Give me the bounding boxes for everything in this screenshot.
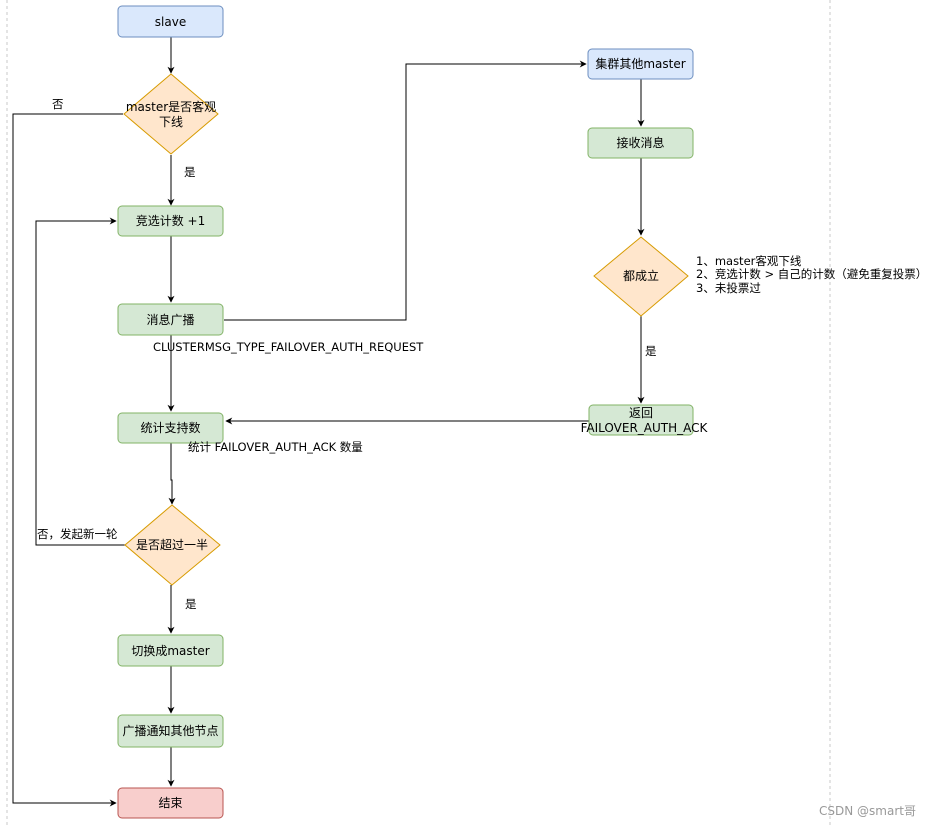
node-count-support-label: 统计支持数 (140, 420, 200, 435)
label-count-ack: 统计 FAILOVER_AUTH_ACK 数量 (188, 440, 363, 454)
node-broadcast-message-label: 消息广播 (146, 312, 194, 327)
label-yes-objective: 是 (184, 165, 196, 179)
edge-labels: 否 是 CLUSTERMSG_TYPE_FAILOVER_AUTH_REQUES… (37, 97, 927, 611)
node-notify-others-label: 广播通知其他节点 (122, 724, 218, 738)
node-objective-down-label-line1: master是否客观 (126, 99, 216, 114)
node-return-ack: 返回 FAILOVER_AUTH_ACK (581, 404, 709, 436)
node-over-half-decision: 是否超过一半 (124, 504, 221, 586)
label-yes-satisfied: 是 (645, 344, 657, 358)
node-count-support: 统计支持数 (117, 412, 224, 444)
label-no: 否 (52, 97, 64, 111)
node-vote-increment: 竞选计数 +1 (117, 205, 224, 237)
node-switch-master-label: 切换成master (131, 644, 209, 658)
label-condition-1: 1、master客观下线 (696, 254, 802, 268)
node-end-label: 结束 (158, 796, 182, 810)
node-all-satisfied-label: 都成立 (623, 268, 659, 283)
node-objective-down-label-line2: 下线 (159, 115, 183, 129)
edge-half-no (35, 217, 125, 546)
label-yes-half: 是 (185, 597, 197, 611)
node-receive-message-label: 接收消息 (616, 135, 664, 150)
node-end: 结束 (117, 787, 224, 819)
node-slave: slave (117, 5, 224, 38)
node-other-masters: 集群其他master (587, 48, 694, 80)
node-all-satisfied-decision: 都成立 (593, 236, 689, 317)
label-condition-3: 3、未投票过 (696, 281, 761, 295)
edges (12, 37, 645, 807)
watermark: CSDN @smart哥 (819, 804, 916, 818)
node-return-ack-label-line1: 返回 (629, 406, 653, 420)
node-vote-increment-label: 竞选计数 +1 (136, 213, 206, 228)
node-switch-master: 切换成master (117, 634, 224, 667)
edge-decision-no (12, 113, 123, 807)
label-request-type: CLUSTERMSG_TYPE_FAILOVER_AUTH_REQUEST (153, 340, 424, 354)
node-slave-label: slave (155, 15, 186, 29)
label-no-new-round: 否，发起新一轮 (37, 527, 118, 541)
node-broadcast-message: 消息广播 (117, 303, 224, 336)
node-other-masters-label: 集群其他master (595, 56, 685, 71)
node-objective-down-decision: master是否客观 下线 (123, 73, 219, 155)
edge-broadcast-to-other-masters (224, 60, 587, 321)
node-over-half-label: 是否超过一半 (136, 537, 208, 552)
edge-count-to-half (168, 443, 176, 505)
node-return-ack-label-line2: FAILOVER_AUTH_ACK (581, 421, 709, 435)
label-condition-2: 2、竞选计数 > 自己的计数（避免重复投票） (696, 267, 927, 281)
node-notify-others: 广播通知其他节点 (117, 714, 224, 748)
node-receive-message: 接收消息 (587, 127, 694, 159)
